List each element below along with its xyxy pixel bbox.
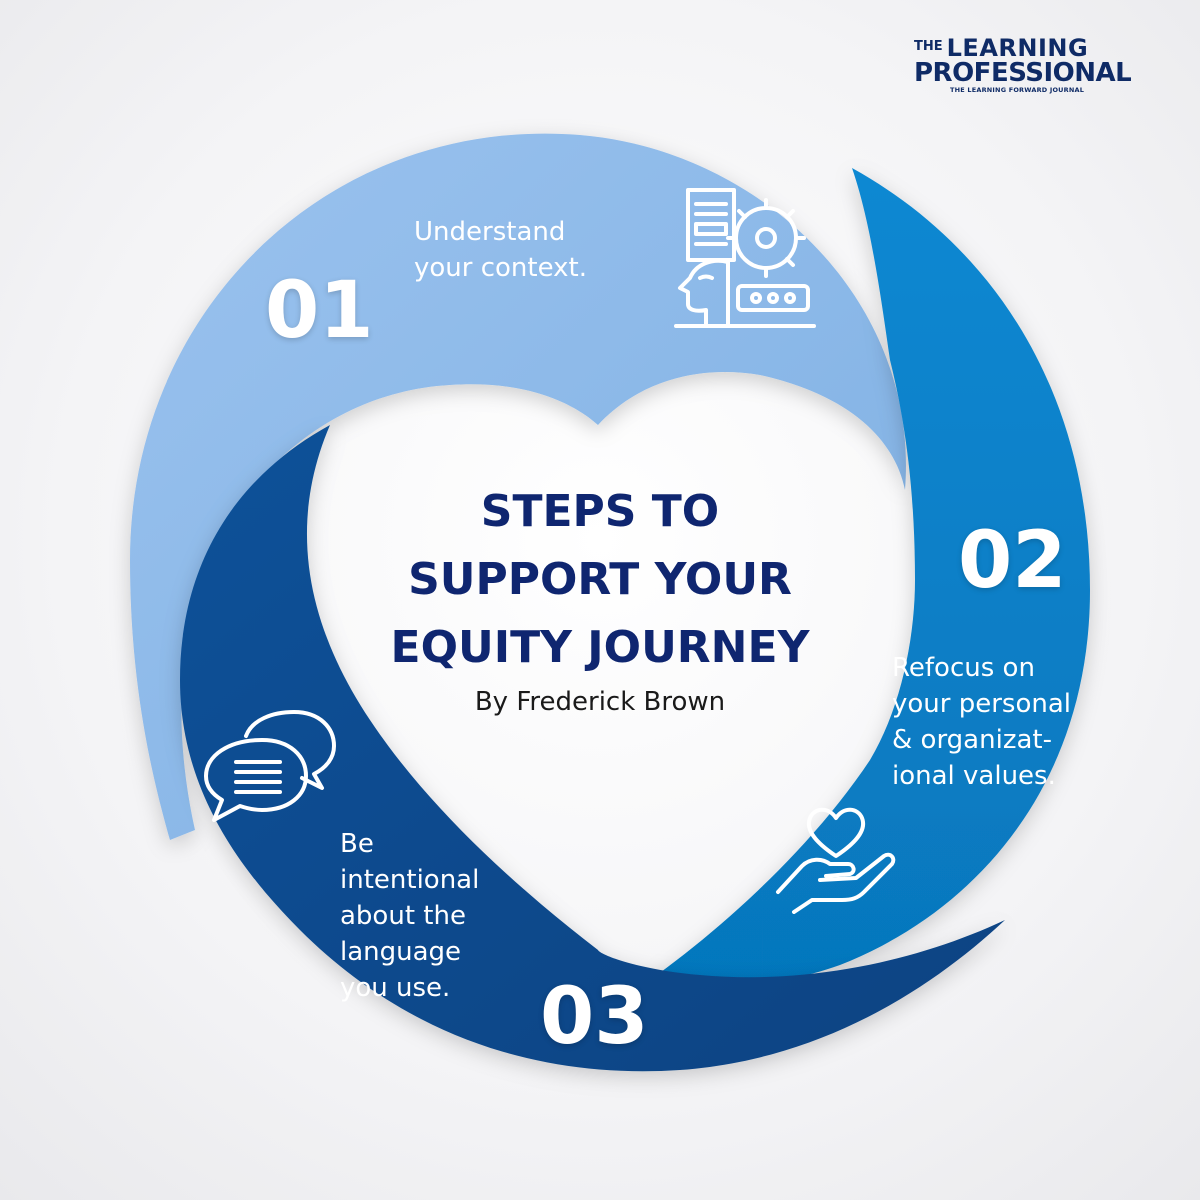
segment-02: [650, 168, 1090, 987]
step-01-text: Understand your context.: [414, 214, 587, 286]
title-line-1: STEPS TO: [480, 486, 720, 537]
mind-gear-document-icon: [674, 188, 816, 328]
step-02-line: & organizat-: [892, 725, 1052, 755]
logo-tagline: THE LEARNING FORWARD JOURNAL: [950, 86, 1085, 94]
step-03-number: 03: [540, 972, 649, 1062]
speech-bubbles-icon: [204, 710, 336, 822]
step-03-line: about the: [340, 901, 466, 931]
step-01-line: your context.: [414, 253, 587, 283]
logo-professional: PROFESSIONAL: [914, 58, 1132, 88]
step-03-line: language: [340, 937, 462, 967]
step-02-number: 02: [958, 516, 1067, 606]
step-01-line: Understand: [414, 217, 566, 247]
step-01-number: 01: [265, 266, 374, 356]
logo-learning: LEARNING: [946, 34, 1089, 62]
segment-01: [130, 133, 906, 840]
step-02-line: ional values.: [892, 761, 1056, 791]
logo-the: THE: [914, 39, 943, 54]
title-line-2: SUPPORT YOUR: [408, 554, 792, 605]
segment-03: [180, 425, 1005, 1072]
step-02-line: your personal: [892, 689, 1072, 719]
step-03-line: intentional: [340, 865, 480, 895]
step-03-line: Be: [340, 829, 374, 859]
step-03-line: you use.: [340, 973, 451, 1003]
heart-in-hand-icon: [776, 807, 896, 914]
step-02-line: Refocus on: [892, 653, 1035, 683]
page-title: STEPS TO SUPPORT YOUR EQUITY JOURNEY: [330, 478, 870, 682]
step-03-text: Be intentional about the language you us…: [340, 826, 479, 1006]
title-line-3: EQUITY JOURNEY: [390, 622, 810, 673]
author-byline: By Frederick Brown: [474, 687, 726, 717]
step-02-text: Refocus on your personal & organizat- io…: [892, 650, 1071, 794]
